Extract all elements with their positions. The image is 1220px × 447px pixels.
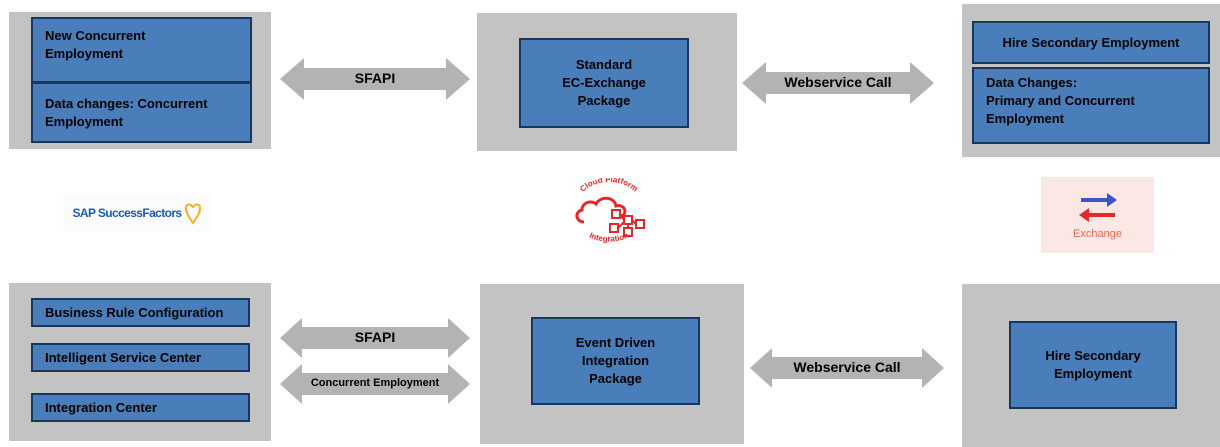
webservice-arrow-bottom: Webservice Call bbox=[750, 348, 944, 388]
sfapi-arrow-top: SFAPI bbox=[280, 58, 470, 100]
bottom-left-panel: Business Rule Configuration Intelligent … bbox=[9, 283, 271, 441]
data-changes-concurrent-label: Data changes: Concurrent Employment bbox=[45, 95, 208, 129]
svg-text:Integration: Integration bbox=[588, 231, 630, 244]
hire-secondary-employment-box-top: Hire Secondary Employment bbox=[972, 21, 1210, 64]
top-left-panel: New Concurrent Employment Data changes: … bbox=[9, 12, 271, 149]
standard-ec-exchange-package-box: Standard EC-Exchange Package bbox=[519, 38, 689, 128]
cloud-network-icon: Cloud Platform Integration bbox=[575, 178, 645, 244]
exchange-logo: Exchange bbox=[1041, 177, 1154, 253]
webservice-label-top: Webservice Call bbox=[784, 74, 892, 90]
data-changes-primary-box: Data Changes: Primary and Concurrent Emp… bbox=[972, 67, 1210, 144]
successfactors-logo: SAP SuccessFactors bbox=[63, 194, 211, 232]
integration-center-box: Integration Center bbox=[31, 393, 250, 422]
new-concurrent-employment-label: New Concurrent Employment bbox=[45, 28, 146, 61]
sfapi-label-bottom: SFAPI bbox=[354, 329, 396, 345]
webservice-label-bottom: Webservice Call bbox=[793, 359, 901, 375]
integration-center-label: Integration Center bbox=[45, 399, 157, 415]
business-rule-configuration-box: Business Rule Configuration bbox=[31, 298, 250, 327]
double-arrow-icon bbox=[280, 318, 470, 358]
top-right-panel: Hire Secondary Employment Data Changes: … bbox=[962, 4, 1220, 157]
data-changes-primary-label: Data Changes: Primary and Concurrent Emp… bbox=[986, 75, 1135, 126]
bottom-center-panel: Event Driven Integration Package bbox=[480, 284, 744, 444]
standard-ec-exchange-package-label: Standard EC-Exchange Package bbox=[562, 57, 646, 108]
event-driven-integration-package-label: Event Driven Integration Package bbox=[575, 335, 656, 386]
hire-secondary-employment-label-bottom: Hire Secondary Employment bbox=[1045, 348, 1141, 381]
successfactors-logo-text: SAP SuccessFactors bbox=[72, 206, 182, 220]
bottom-right-panel: Hire Secondary Employment bbox=[962, 284, 1220, 447]
sfapi-label-top: SFAPI bbox=[354, 70, 396, 86]
webservice-arrow-top: Webservice Call bbox=[742, 62, 934, 104]
business-rule-configuration-label: Business Rule Configuration bbox=[45, 304, 224, 320]
event-driven-integration-package-box: Event Driven Integration Package bbox=[531, 317, 700, 405]
new-concurrent-employment-box: New Concurrent Employment bbox=[31, 17, 252, 83]
hire-secondary-employment-label-top: Hire Secondary Employment bbox=[1002, 34, 1180, 50]
heart-outline-icon bbox=[184, 203, 201, 225]
double-arrow-icon bbox=[280, 364, 470, 404]
cpi-bottom-text: Integration bbox=[588, 231, 630, 244]
top-center-panel: Standard EC-Exchange Package bbox=[477, 13, 737, 151]
cpi-top-text: Cloud Platform bbox=[578, 178, 640, 194]
double-arrow-icon bbox=[742, 62, 934, 104]
double-arrow-icon bbox=[750, 348, 944, 388]
exchange-logo-text: Exchange bbox=[1073, 228, 1122, 240]
intelligent-service-center-label: Intelligent Service Center bbox=[45, 349, 202, 365]
concurrent-employment-arrow: Concurrent Employment bbox=[280, 364, 470, 404]
intelligent-service-center-box: Intelligent Service Center bbox=[31, 343, 250, 372]
cloud-platform-integration-logo: Cloud Platform Integration bbox=[554, 178, 664, 253]
svg-text:Cloud Platform: Cloud Platform bbox=[578, 178, 640, 194]
swap-arrows-icon bbox=[1078, 193, 1117, 222]
data-changes-concurrent-box: Data changes: Concurrent Employment bbox=[31, 82, 252, 143]
concurrent-employment-label: Concurrent Employment bbox=[310, 377, 440, 389]
sfapi-arrow-bottom: SFAPI bbox=[280, 318, 470, 358]
double-arrow-icon bbox=[280, 58, 470, 100]
hire-secondary-employment-box-bottom: Hire Secondary Employment bbox=[1009, 321, 1177, 409]
